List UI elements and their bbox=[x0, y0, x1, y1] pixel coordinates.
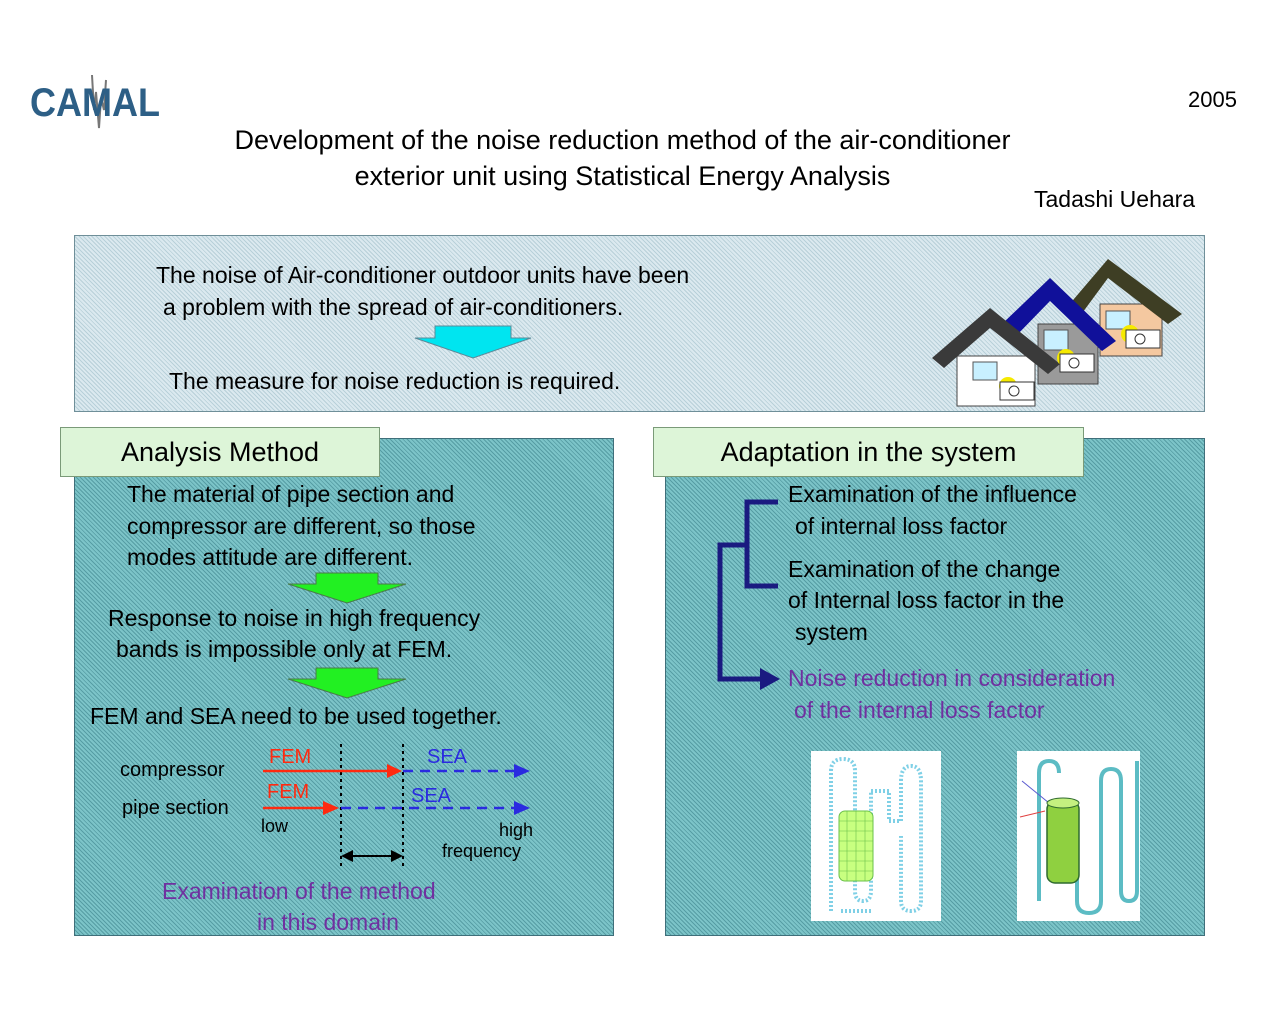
diagram-sea-label-1: SEA bbox=[427, 746, 468, 768]
analysis-panel: The material of pipe section and compres… bbox=[74, 438, 614, 936]
analysis-method-heading: Analysis Method bbox=[60, 427, 380, 477]
diagram-frequency-label: frequency bbox=[442, 841, 522, 861]
pipe-model-mesh bbox=[811, 751, 941, 921]
diagram-fem-label-1: FEM bbox=[269, 746, 312, 768]
diagram-high-label: high bbox=[499, 820, 534, 840]
page-title: Development of the noise reduction metho… bbox=[130, 122, 1115, 194]
adaptation-result-line2: of the internal loss factor bbox=[794, 697, 1045, 723]
diagram-label-pipe-section: pipe section bbox=[122, 797, 229, 819]
author-name: Tadashi Uehara bbox=[1034, 186, 1196, 212]
pipe-model-solid bbox=[1017, 751, 1140, 921]
diagram-low-label: low bbox=[261, 816, 289, 836]
title-line-1: Development of the noise reduction metho… bbox=[234, 125, 1011, 155]
intro-box: The noise of Air-conditioner outdoor uni… bbox=[74, 235, 1205, 412]
year-label: 2005 bbox=[1188, 87, 1237, 112]
diagram-fem-label-2: FEM bbox=[267, 781, 310, 803]
down-arrow-icon bbox=[287, 572, 407, 604]
intro-line-2: a problem with the spread of air-conditi… bbox=[163, 294, 624, 320]
fem-sea-diagram bbox=[263, 744, 530, 870]
analysis-p3: FEM and SEA need to be used together. bbox=[90, 703, 502, 729]
down-arrow-icon bbox=[287, 667, 407, 699]
adaptation-item1-line1: Examination of the influence bbox=[788, 481, 1077, 507]
houses-illustration bbox=[932, 259, 1182, 407]
adaptation-item2-line2: of Internal loss factor in the bbox=[788, 587, 1065, 613]
analysis-p2-line1: Response to noise in high frequency bbox=[108, 605, 481, 631]
adaptation-heading: Adaptation in the system bbox=[653, 427, 1084, 477]
diagram-label-compressor: compressor bbox=[120, 759, 225, 781]
logo-text: CAMAL bbox=[30, 81, 160, 125]
adaptation-panel: Examination of the influence of internal… bbox=[665, 438, 1205, 936]
bracket-tree bbox=[717, 499, 780, 690]
analysis-p1-line2: compressor are different, so those bbox=[127, 513, 476, 539]
diagram-sea-label-2: SEA bbox=[411, 785, 452, 807]
analysis-conclusion-line1: Examination of the method bbox=[162, 878, 436, 904]
adaptation-item2-line3: system bbox=[795, 619, 868, 645]
analysis-p1-line1: The material of pipe section and bbox=[127, 481, 455, 507]
adaptation-item2-line1: Examination of the change bbox=[788, 556, 1061, 582]
adaptation-item1-line2: of internal loss factor bbox=[795, 513, 1008, 539]
down-arrow-icon bbox=[414, 325, 532, 359]
intro-line-3: The measure for noise reduction is requi… bbox=[169, 368, 621, 394]
camal-logo: CAMAL bbox=[30, 74, 160, 129]
analysis-conclusion-line2: in this domain bbox=[257, 909, 399, 935]
title-line-2: exterior unit using Statistical Energy A… bbox=[354, 161, 891, 191]
intro-line-1: The noise of Air-conditioner outdoor uni… bbox=[156, 262, 690, 288]
analysis-p1-line3: modes attitude are different. bbox=[127, 544, 413, 570]
analysis-p2-line2: bands is impossible only at FEM. bbox=[116, 636, 453, 662]
adaptation-result-line1: Noise reduction in consideration bbox=[788, 665, 1116, 691]
